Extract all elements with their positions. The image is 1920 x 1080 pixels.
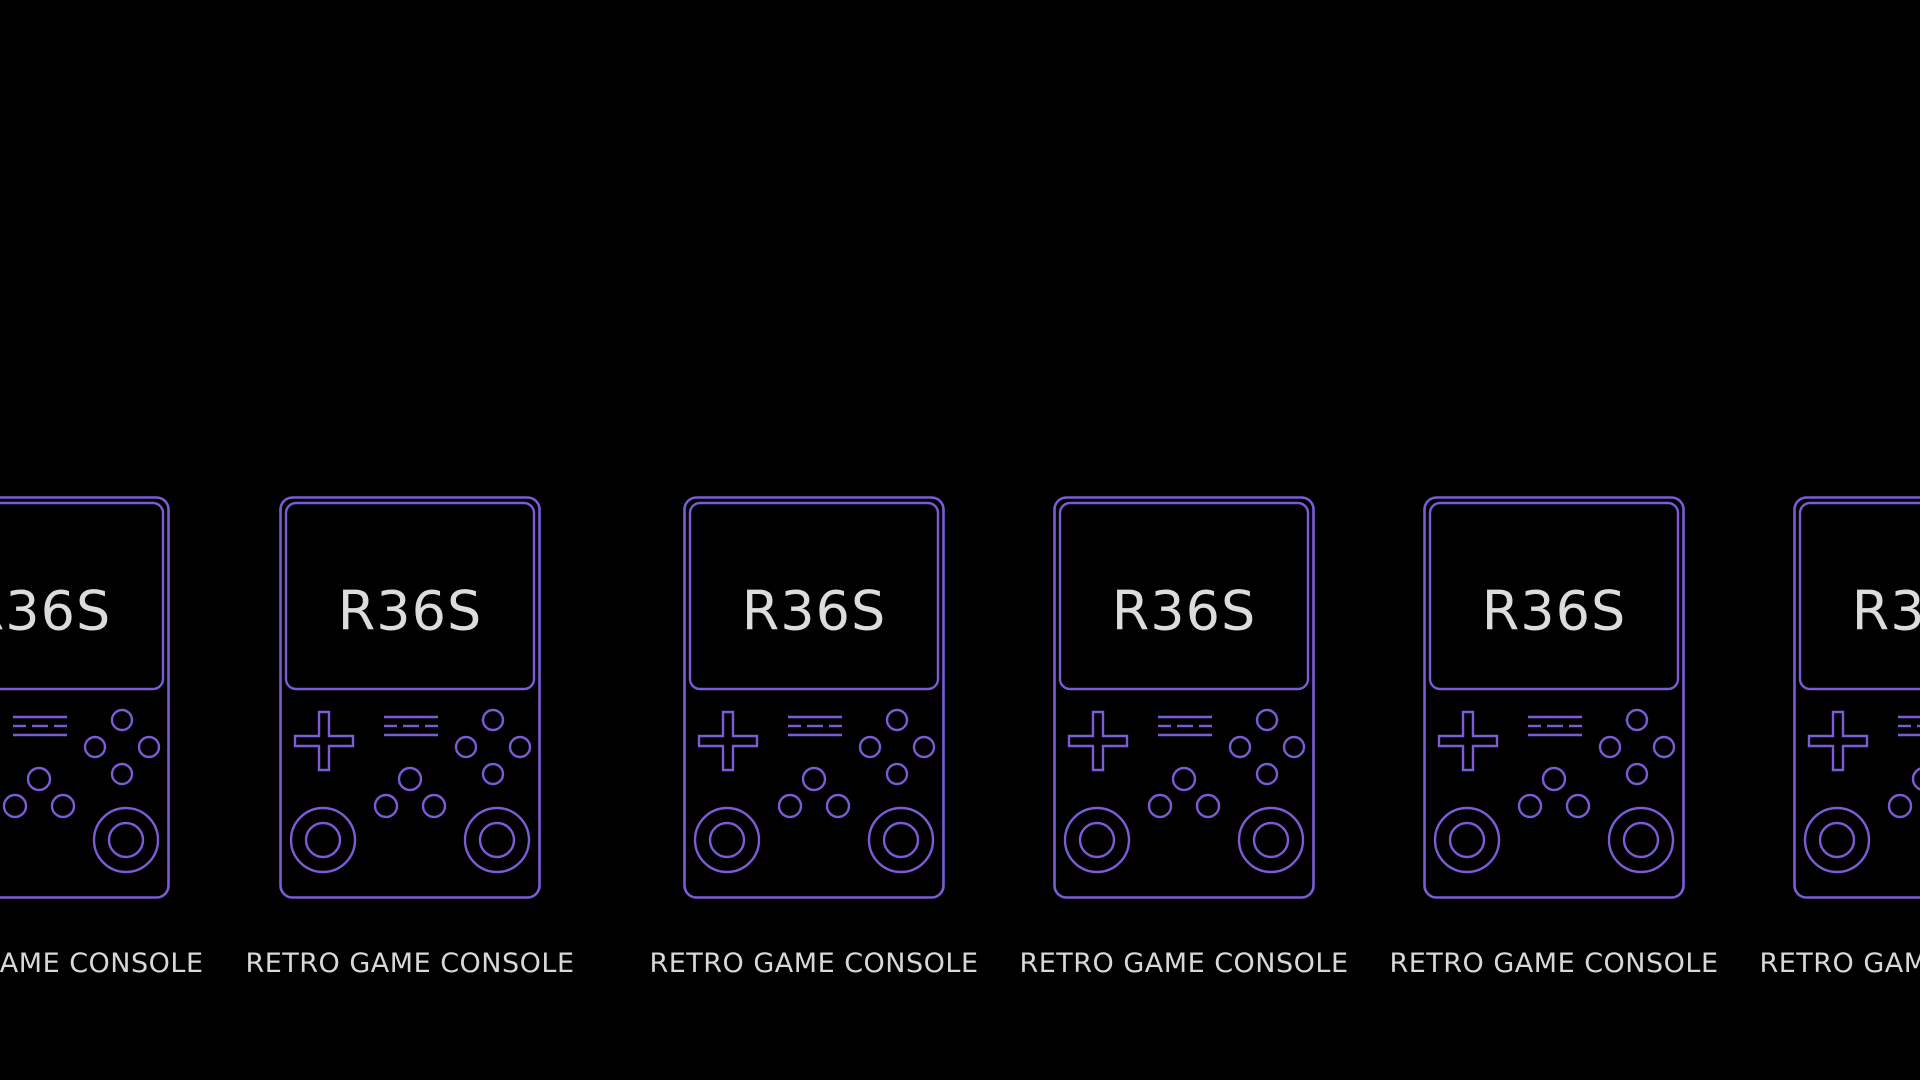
analog-stick-right-icon: [463, 806, 531, 874]
console-model-label: R36S: [338, 580, 483, 643]
handheld-console-icon: R36S: [1423, 496, 1685, 899]
handheld-console-icon: R36S: [683, 496, 945, 899]
console-card[interactable]: R36S RETRO GAME CONSOLE: [1019, 496, 1348, 986]
menu-buttons-icon: [384, 715, 438, 737]
console-card[interactable]: R36S RETRO GAME CONSOLE: [1759, 496, 1920, 986]
analog-stick-right-icon: [867, 806, 935, 874]
dpad-icon: [1437, 710, 1499, 772]
center-buttons-icon: [373, 766, 447, 819]
center-buttons-icon: [777, 766, 851, 819]
analog-stick-right-icon: [1237, 806, 1305, 874]
analog-stick-left-icon: [1803, 806, 1871, 874]
center-buttons-icon: [2, 766, 76, 819]
dpad-icon: [1807, 710, 1869, 772]
console-model-label: R36S: [742, 580, 887, 643]
face-buttons-icon: [454, 708, 532, 786]
dpad-icon: [293, 710, 355, 772]
analog-stick-left-icon: [289, 806, 357, 874]
console-model-label: R36S: [1482, 580, 1627, 643]
console-model-label: R36S: [1112, 580, 1257, 643]
menu-buttons-icon: [1528, 715, 1582, 737]
center-buttons-icon: [1887, 767, 1920, 819]
console-caption: RETRO GAME CONSOLE: [649, 948, 979, 979]
dpad-icon: [1067, 710, 1129, 772]
menu-buttons-icon: [788, 715, 842, 737]
analog-stick-right-icon: [92, 806, 160, 874]
face-buttons-icon: [858, 708, 936, 786]
handheld-console-icon: R36S: [0, 496, 170, 899]
face-buttons-icon: [1598, 708, 1676, 786]
console-caption: RETRO GAME CONSOLE: [245, 948, 575, 979]
console-caption: RETRO GAME CONSOLE: [1019, 948, 1349, 979]
console-model-label: R36S: [1852, 580, 1920, 643]
console-card[interactable]: R36S RETRO GAME CONSOLE: [0, 496, 203, 986]
analog-stick-right-icon: [1607, 806, 1675, 874]
analog-stick-left-icon: [1063, 806, 1131, 874]
console-card[interactable]: R36S RETRO GAME CONSOLE: [1389, 496, 1718, 986]
menu-buttons-icon: [13, 715, 67, 737]
face-buttons-icon: [1228, 708, 1306, 786]
handheld-console-icon: R36S: [279, 496, 541, 899]
dpad-icon: [697, 710, 759, 772]
menu-buttons-icon: [1898, 715, 1920, 737]
handheld-console-icon: R36S: [1793, 496, 1920, 899]
analog-stick-left-icon: [693, 806, 761, 874]
console-card[interactable]: R36S RETRO GAME CONSOLE: [245, 496, 574, 986]
console-caption: RETRO GAME CONSOLE: [1759, 948, 1920, 979]
console-caption: RETRO GAME CONSOLE: [1389, 948, 1719, 979]
center-buttons-icon: [1147, 766, 1221, 819]
console-card[interactable]: R36S RETRO GAME CONSOLE: [649, 496, 978, 986]
handheld-console-icon: R36S: [1053, 496, 1315, 899]
console-model-label: R36S: [0, 580, 111, 643]
menu-buttons-icon: [1158, 715, 1212, 737]
analog-stick-left-icon: [1433, 806, 1501, 874]
center-buttons-icon: [1517, 766, 1591, 819]
face-buttons-icon: [83, 708, 161, 786]
console-caption: RETRO GAME CONSOLE: [0, 948, 204, 979]
